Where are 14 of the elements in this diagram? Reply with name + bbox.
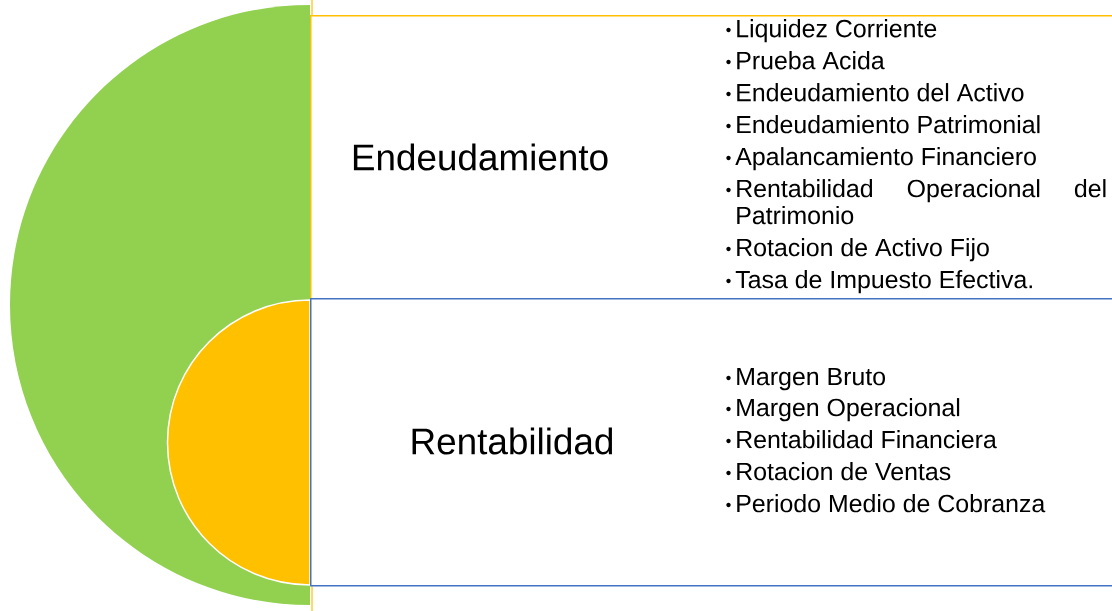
list-item: Apalancamiento Financiero bbox=[726, 147, 1036, 171]
list-item: Endeudamiento Patrimonial bbox=[726, 115, 1040, 134]
list-item: Endeudamiento del Activo bbox=[726, 83, 1024, 102]
list-item: Rentabilidad Operacional del Patrimonio bbox=[726, 179, 1106, 225]
list-item: Rotacion de Ventas bbox=[726, 462, 951, 481]
list-item: Margen Bruto bbox=[726, 368, 886, 391]
node-label: Endeudamiento bbox=[353, 143, 608, 171]
list-item: Periodo Medio de Cobranza bbox=[726, 494, 1046, 513]
list-item: Margen Operacional bbox=[726, 398, 960, 422]
list-item: Tasa de Impuesto Efectiva. bbox=[726, 270, 1032, 294]
list-item: Rotacion de Activo Fijo bbox=[726, 238, 989, 262]
list-item: Rentabilidad Financiera bbox=[726, 430, 997, 449]
list-item: Liquidez Corriente bbox=[726, 19, 937, 43]
list-item: Prueba Acida bbox=[726, 51, 885, 70]
